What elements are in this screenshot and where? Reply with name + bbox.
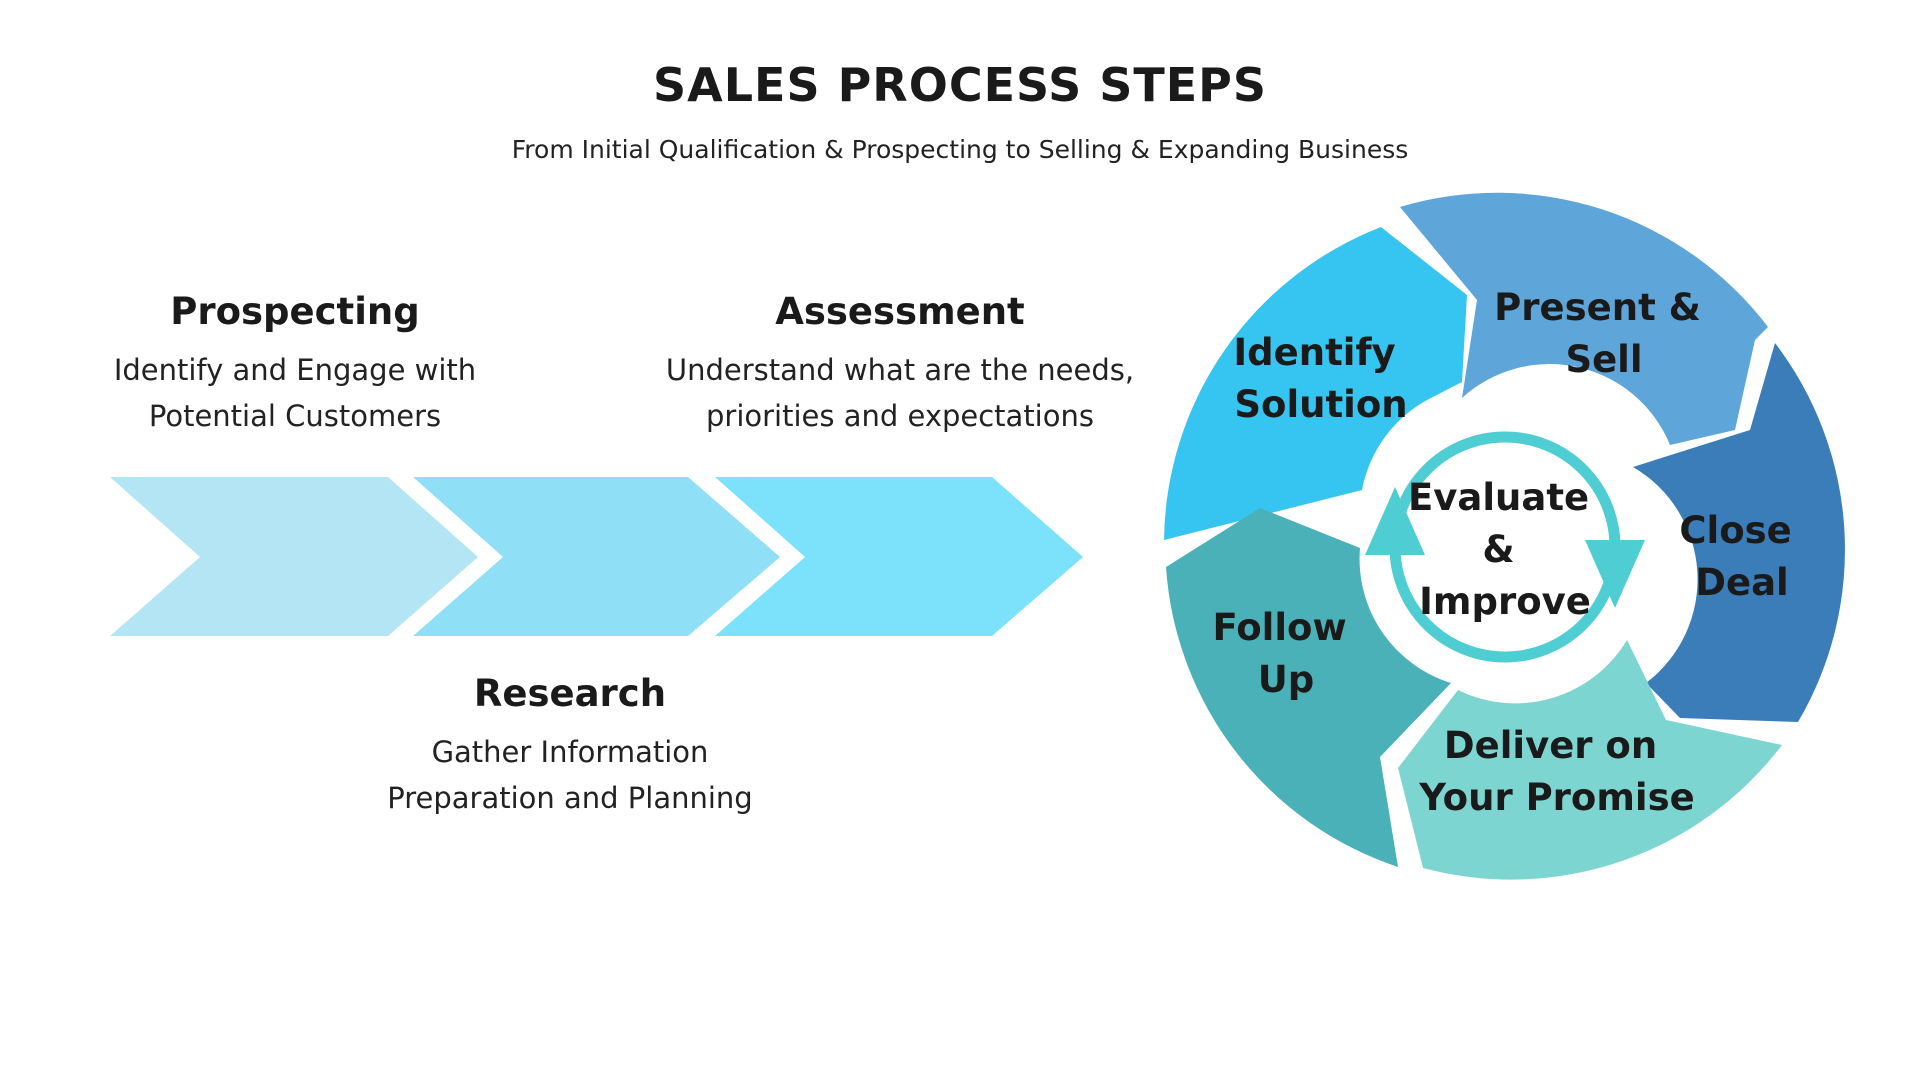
segment-identify-solution [1164, 227, 1467, 540]
step-description-line: Preparation and Planning [387, 781, 753, 815]
segment-label-line: Identify [1233, 331, 1395, 374]
step-description-line: Gather Information [431, 735, 709, 769]
arrow-up-icon [1365, 487, 1425, 555]
cycle-wheel [1164, 192, 1845, 880]
chevron-prospecting [110, 477, 478, 636]
segment-label-line: Solution [1234, 383, 1407, 426]
segment-label-line: Your Promise [1418, 776, 1694, 819]
segment-label-line: Deal [1695, 561, 1788, 604]
center-label-evaluate-improve: Evaluate & Improve [1408, 476, 1602, 623]
segment-label-line: Up [1258, 658, 1315, 701]
segment-label-line: Close [1679, 509, 1791, 552]
segment-label-line: Present & [1494, 286, 1701, 329]
center-cycle-arrows [1365, 431, 1645, 663]
step-title: Research [473, 672, 667, 715]
segment-label-follow-up: Follow Up [1212, 606, 1359, 701]
center-label-line: Improve [1419, 580, 1591, 623]
step-prospecting: Prospecting Identify and Engage with Pot… [60, 290, 530, 439]
segment-close-deal [1633, 343, 1845, 722]
segment-follow-up [1166, 508, 1451, 867]
segment-label-close-deal: Close Deal [1679, 509, 1804, 604]
segment-label-identify-solution: Identify Solution [1233, 331, 1408, 426]
center-label-line: & [1482, 528, 1514, 571]
page-subtitle: From Initial Qualification & Prospecting… [511, 135, 1409, 164]
step-assessment: Assessment Understand what are the needs… [650, 290, 1150, 439]
chevron-research [413, 477, 780, 636]
chevron-row [110, 477, 1083, 636]
chevron-assessment [715, 477, 1083, 636]
step-research: Research Gather Information Preparation … [340, 672, 800, 821]
segment-label-present-sell: Present & Sell [1494, 286, 1714, 381]
arrow-down-icon [1585, 540, 1645, 608]
segment-label-line: Sell [1565, 338, 1642, 381]
step-title: Assessment [775, 290, 1025, 333]
step-description-line: Understand what are the needs, [665, 353, 1135, 387]
step-description-line: Potential Customers [148, 399, 442, 433]
step-description-line: priorities and expectations [706, 399, 1094, 433]
page-title: SALES PROCESS STEPS [652, 58, 1267, 112]
center-label-line: Evaluate [1408, 476, 1589, 519]
segment-present-sell [1400, 192, 1768, 445]
segment-label-deliver-promise: Deliver on Your Promise [1418, 724, 1694, 819]
segment-label-line: Deliver on [1444, 724, 1657, 767]
step-description-line: Identify and Engage with [113, 353, 477, 387]
segment-label-line: Follow [1212, 606, 1346, 649]
segment-deliver-promise [1398, 640, 1782, 880]
step-title: Prospecting [170, 290, 420, 333]
